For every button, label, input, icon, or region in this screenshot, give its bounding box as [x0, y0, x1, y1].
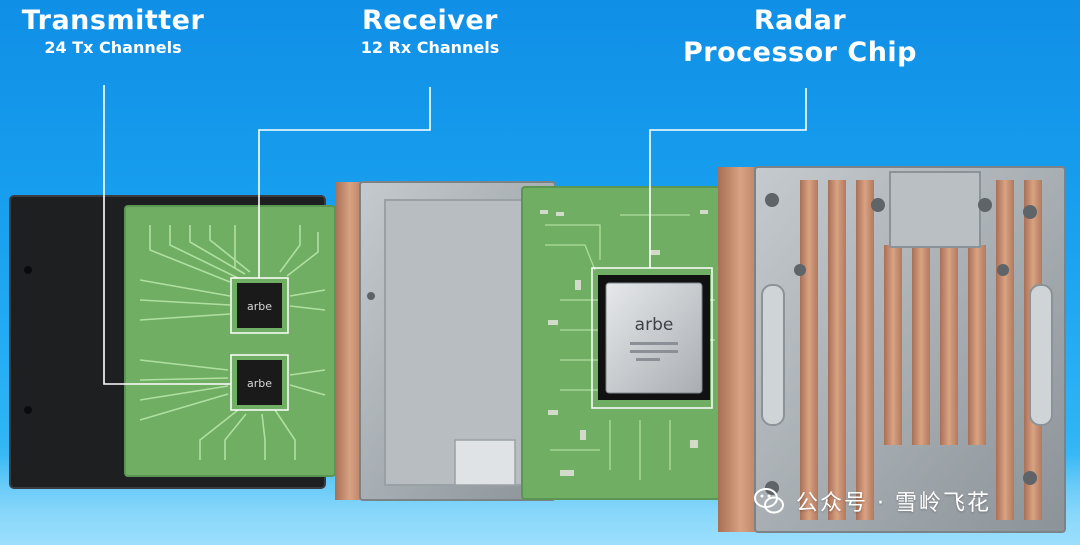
transmitter-subtitle: 24 Tx Channels — [44, 38, 182, 57]
tx-chip-bottom-highlight — [230, 354, 289, 411]
receiver-pcb-layer: arbe — [521, 186, 723, 500]
transmitter-pcb — [124, 205, 336, 477]
receiver-subtitle: 12 Rx Channels — [360, 38, 500, 57]
receiver-callout — [258, 87, 431, 278]
tx-traces — [139, 225, 326, 460]
processor-chip-label: arbe — [635, 315, 674, 335]
heatsink-screw-holes — [765, 193, 1037, 495]
transmitter-layer: arbe arbe — [9, 195, 336, 489]
tx-chip-bottom — [237, 360, 282, 405]
wechat-icon — [754, 488, 784, 514]
processor-highlight — [591, 267, 713, 409]
transmitter-callout — [103, 85, 231, 385]
tx-chip-top-label: arbe — [247, 300, 272, 313]
transmitter-label: Transmitter 24 Tx Channels — [8, 5, 218, 59]
receiver-title: Receiver — [362, 5, 498, 36]
tx-chip-top — [237, 283, 282, 328]
processor-chip — [605, 282, 703, 394]
heatsink-layer — [718, 166, 1066, 533]
heatsink-fins — [800, 180, 1042, 520]
callout-lines — [103, 85, 807, 385]
tx-chip-bottom-label: arbe — [247, 377, 272, 390]
receiver-label: Receiver 12 Rx Channels — [330, 5, 530, 59]
heatsink-slot — [761, 284, 785, 426]
transmitter-title: Transmitter — [21, 5, 205, 36]
heatsink-top-block — [889, 171, 981, 248]
processor-title-line1: Radar — [753, 5, 847, 36]
processor-callout — [649, 88, 807, 268]
watermark-text: 公众号 · 雪岭飞花 — [796, 491, 991, 516]
watermark: 公众号 · 雪岭飞花 — [752, 482, 991, 520]
rx-components — [540, 210, 708, 476]
rx-traces — [545, 214, 715, 480]
shield-frame-layer — [335, 181, 556, 501]
processor-label: Radar Processor Chip — [670, 5, 930, 69]
processor-title-line2: Processor Chip — [683, 37, 917, 68]
